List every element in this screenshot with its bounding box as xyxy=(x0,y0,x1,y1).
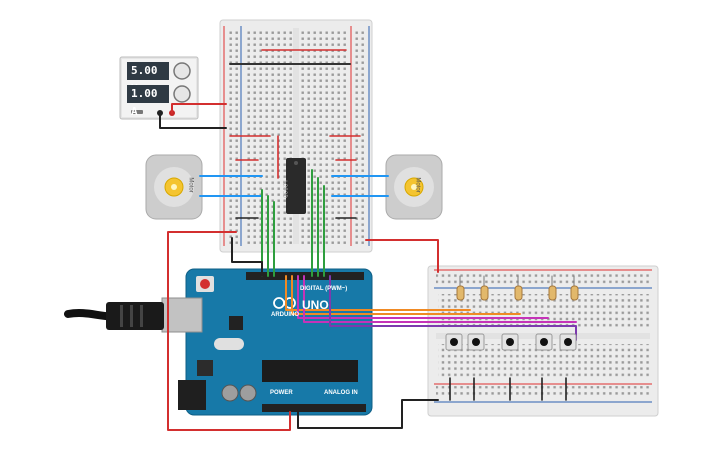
motor-right[interactable] xyxy=(385,154,443,220)
motor-left-label: Motor xyxy=(187,177,194,193)
usb-cable[interactable] xyxy=(64,302,164,330)
current-display: 1.00 A xyxy=(127,85,169,118)
push-buttons[interactable] xyxy=(445,333,577,351)
wires xyxy=(159,49,577,431)
current-knob[interactable] xyxy=(173,85,191,103)
power-header-label: POWER xyxy=(270,390,293,396)
arduino-model: UNO xyxy=(302,298,329,312)
motor-right-label: Motor xyxy=(414,177,421,193)
chip-label: L293D xyxy=(281,180,288,199)
barrel-jack[interactable] xyxy=(178,380,206,410)
breadboard-top[interactable] xyxy=(219,19,373,253)
voltage-display: 5.00 V xyxy=(127,62,169,95)
l293d-chip[interactable] xyxy=(286,158,306,214)
arduino-brand: ARDUINO xyxy=(271,312,299,318)
motor-left[interactable] xyxy=(145,154,203,220)
digital-header-label: DIGITAL (PWM~) xyxy=(300,286,348,292)
analog-header-label: ANALOG IN xyxy=(324,390,358,396)
resistors[interactable] xyxy=(456,285,579,301)
voltage-knob[interactable] xyxy=(173,62,191,80)
